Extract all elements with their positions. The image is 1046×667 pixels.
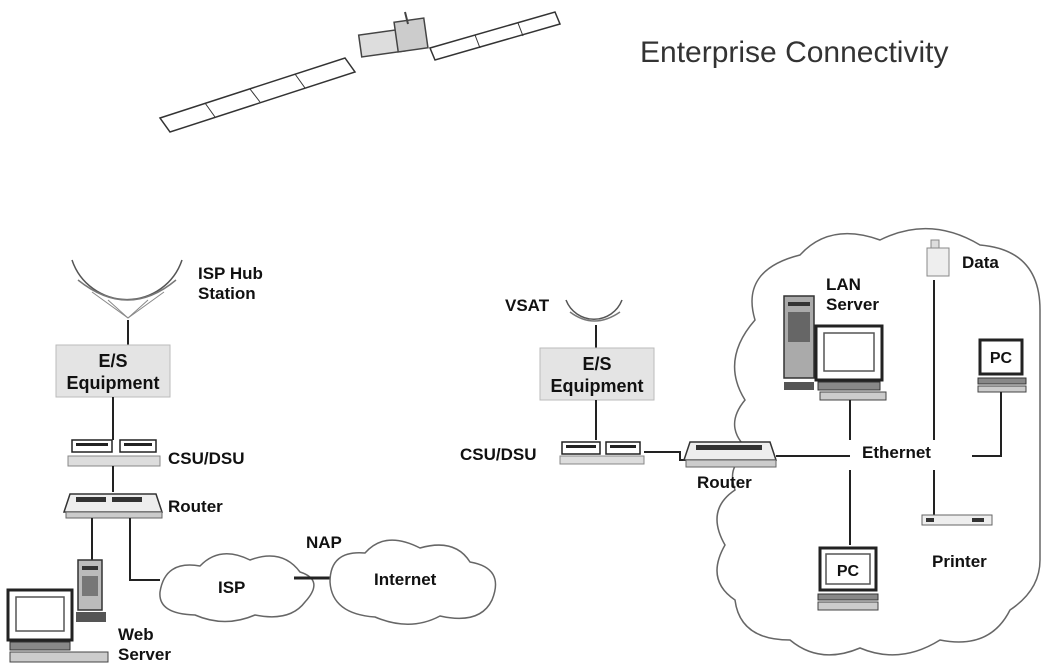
pc-right-icon [977, 338, 1027, 393]
es-equipment-left-label-2: Equipment [67, 373, 160, 393]
pc-right-label: PC [990, 350, 1013, 367]
internet-cloud [329, 539, 497, 625]
vsat-label: VSAT [505, 296, 550, 315]
pc-bottom-label: PC [837, 563, 860, 580]
lan-server-label-2: Server [826, 295, 879, 314]
pc-right-to-ethernet-line [972, 392, 1002, 457]
pc-bottom-icon [817, 546, 879, 611]
data-phone-icon [926, 239, 950, 277]
router-right-icon [682, 441, 778, 468]
es-equipment-left-label-1: E/S [98, 351, 127, 371]
web-server-icon [6, 559, 109, 663]
csu-dsu-right-icon [559, 441, 645, 465]
nap-label: NAP [306, 533, 342, 552]
diagram-title: Enterprise Connectivity [640, 36, 948, 69]
router-left-icon [62, 493, 164, 519]
data-label: Data [962, 253, 999, 272]
es-equipment-right-label-1: E/S [582, 354, 611, 374]
isp-hub-label-2: Station [198, 284, 256, 303]
isp-cloud [159, 553, 315, 623]
isp-hub-dish-icon [71, 259, 183, 319]
es-equipment-left [55, 344, 171, 398]
csu-to-router-right-line [644, 451, 688, 461]
router-to-isp-line [129, 518, 160, 581]
isp-hub-label-1: ISP Hub [198, 264, 263, 283]
satellite-icon [158, 11, 562, 133]
csu-dsu-right-label: CSU/DSU [460, 445, 537, 464]
vsat-dish-icon [565, 299, 623, 322]
lan-server-label-1: LAN [826, 275, 861, 294]
es-equipment-right [539, 347, 655, 401]
web-server-label-1: Web [118, 625, 154, 644]
printer-icon [921, 514, 993, 526]
router-left-label: Router [168, 497, 223, 516]
printer-label: Printer [932, 552, 987, 571]
es-equipment-right-label-2: Equipment [551, 376, 644, 396]
internet-label: Internet [374, 570, 437, 589]
router-right-label: Router [697, 473, 752, 492]
csu-dsu-left-icon [67, 439, 161, 467]
ethernet-label: Ethernet [862, 443, 931, 462]
web-server-label-2: Server [118, 645, 171, 664]
csu-dsu-left-label: CSU/DSU [168, 449, 245, 468]
lan-server-icon [783, 295, 887, 401]
isp-label: ISP [218, 578, 245, 597]
